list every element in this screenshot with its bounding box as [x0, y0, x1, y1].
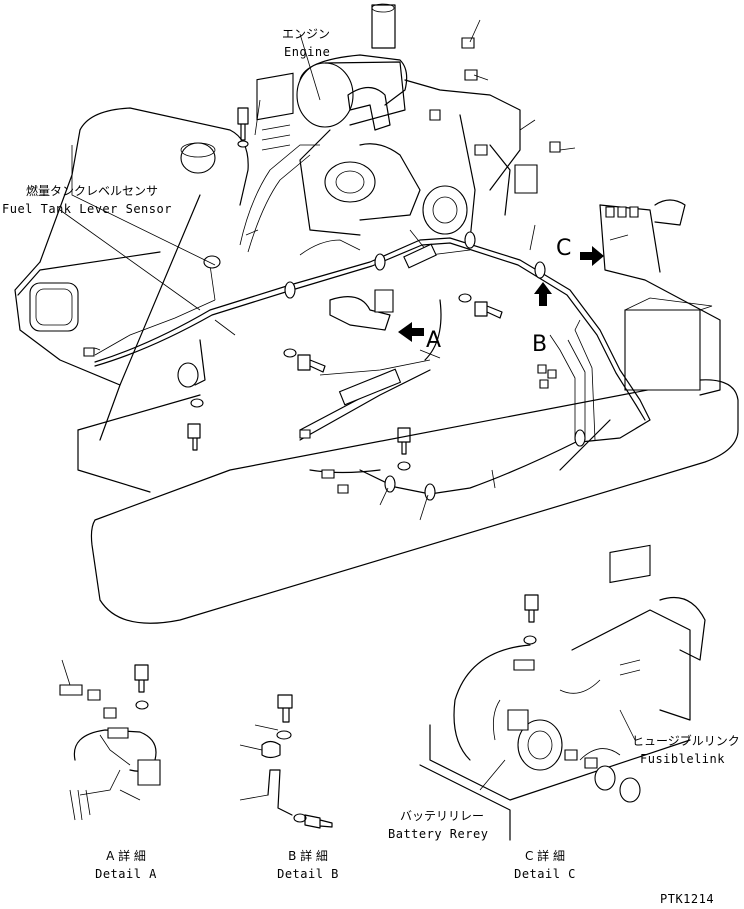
- fuel-sensor-label-jp: 燃量タンクレベルセンサ: [26, 184, 159, 198]
- battery-box: [600, 200, 720, 395]
- detail-b-caption-en: Detail B: [277, 867, 339, 881]
- drawing-code: PTK1214: [660, 892, 715, 906]
- fusible-link-label-jp: ヒュージブルリンク: [632, 734, 740, 748]
- leader-lines: [60, 20, 628, 520]
- view-marker-b: B: [532, 332, 548, 357]
- main-frame-platform: [78, 380, 738, 623]
- engine: [297, 4, 537, 255]
- detail-a-caption-jp: A 詳 細: [106, 849, 146, 863]
- detail-c-caption-en: Detail C: [514, 867, 576, 881]
- view-marker-c: C: [556, 236, 572, 261]
- detail-c-caption-jp: C 詳 細: [524, 849, 565, 863]
- engine-label-jp: エンジン: [282, 27, 331, 41]
- view-arrow-b: [534, 282, 552, 306]
- detail-a-caption-en: Detail A: [95, 867, 157, 881]
- engine-label-en: Engine: [284, 45, 331, 59]
- fusible-link-label-en: Fusiblelink: [640, 752, 725, 766]
- battery-relay-label-en: Battery Rerey: [388, 827, 489, 841]
- view-marker-a: A: [426, 328, 442, 353]
- detail-a-drawing: [60, 660, 160, 820]
- detail-c-caption: C 詳 細 Detail C: [505, 850, 585, 880]
- detail-b-drawing: [240, 695, 332, 828]
- view-arrow-a: [398, 322, 424, 342]
- view-arrow-c: [580, 246, 604, 266]
- fuel-sensor-label-en: Fuel Tank Lever Sensor: [2, 202, 172, 216]
- main-harness: [84, 145, 650, 500]
- fuel-tank: [15, 108, 248, 440]
- detail-b-caption-jp: B 詳 細: [288, 849, 328, 863]
- detail-a-caption: A 詳 細 Detail A: [86, 850, 166, 880]
- main-bolts: [188, 38, 560, 470]
- detail-b-caption: B 詳 細 Detail B: [268, 850, 348, 880]
- detail-c-drawing: [420, 545, 705, 840]
- battery-relay-label-jp: バッテリリレー: [400, 809, 485, 823]
